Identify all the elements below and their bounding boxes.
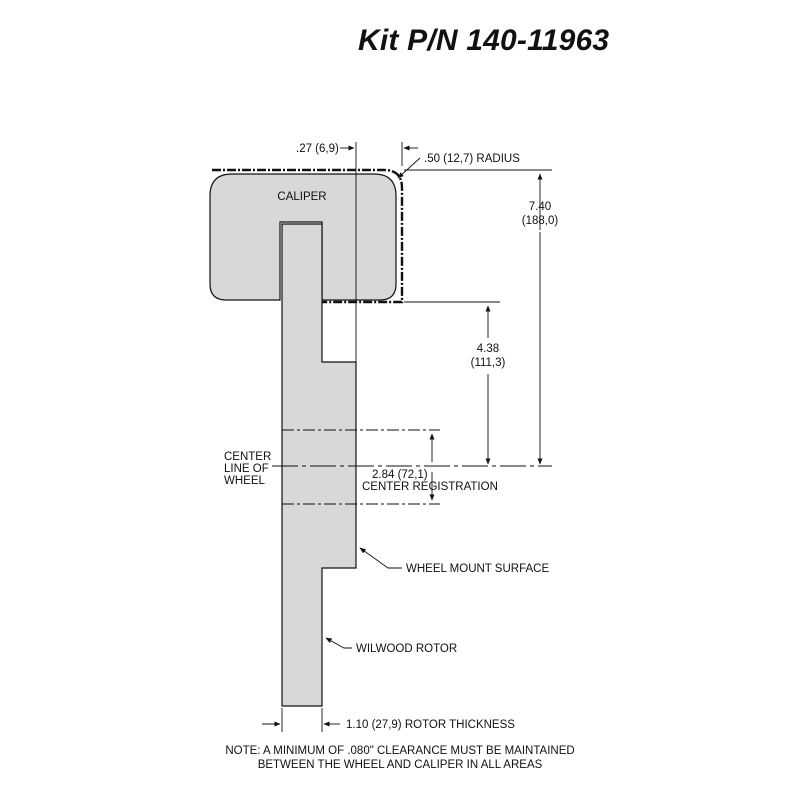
- kit-part-number-title: Kit P/N 140-11963: [358, 24, 610, 57]
- center-line-label-3: WHEEL: [224, 475, 266, 487]
- caliper-body: [209, 173, 397, 301]
- wilwood-rotor-label: WILWOOD ROTOR: [356, 643, 457, 655]
- dim-740-label: 7.40: [529, 201, 551, 213]
- center-line-label-1: CENTER: [224, 451, 271, 463]
- clearance-note-line-2: BETWEEN THE WHEEL AND CALIPER IN ALL ARE…: [257, 759, 543, 771]
- wheel-mount-surface-leader: [359, 547, 402, 569]
- dim-438-label: 4.38: [477, 343, 499, 355]
- dim-438-metric-label: (111,3): [471, 357, 506, 369]
- wilwood-rotor-profile: [281, 223, 357, 707]
- clearance-note-line-1: NOTE: A MINIMUM OF .080" CLEARANCE MUST …: [225, 745, 575, 757]
- caliper-label: CALIPER: [277, 191, 326, 203]
- offset-027-label: .27 (6,9): [296, 143, 339, 155]
- center-line-label-2: LINE OF: [224, 463, 269, 475]
- wilwood-rotor-leader: [325, 637, 352, 649]
- center-registration-label: CENTER REGISTRATION: [362, 481, 498, 493]
- radius-label: .50 (12,7) RADIUS: [424, 153, 520, 165]
- radius-leader: [397, 157, 421, 179]
- dim-740-metric-label: (188,0): [522, 215, 559, 227]
- dim-284-label: 2.84 (72,1): [372, 469, 428, 481]
- wheel-mount-surface-label: WHEEL MOUNT SURFACE: [406, 563, 549, 575]
- rotor-thickness-label: 1.10 (27,9) ROTOR THICKNESS: [346, 719, 515, 731]
